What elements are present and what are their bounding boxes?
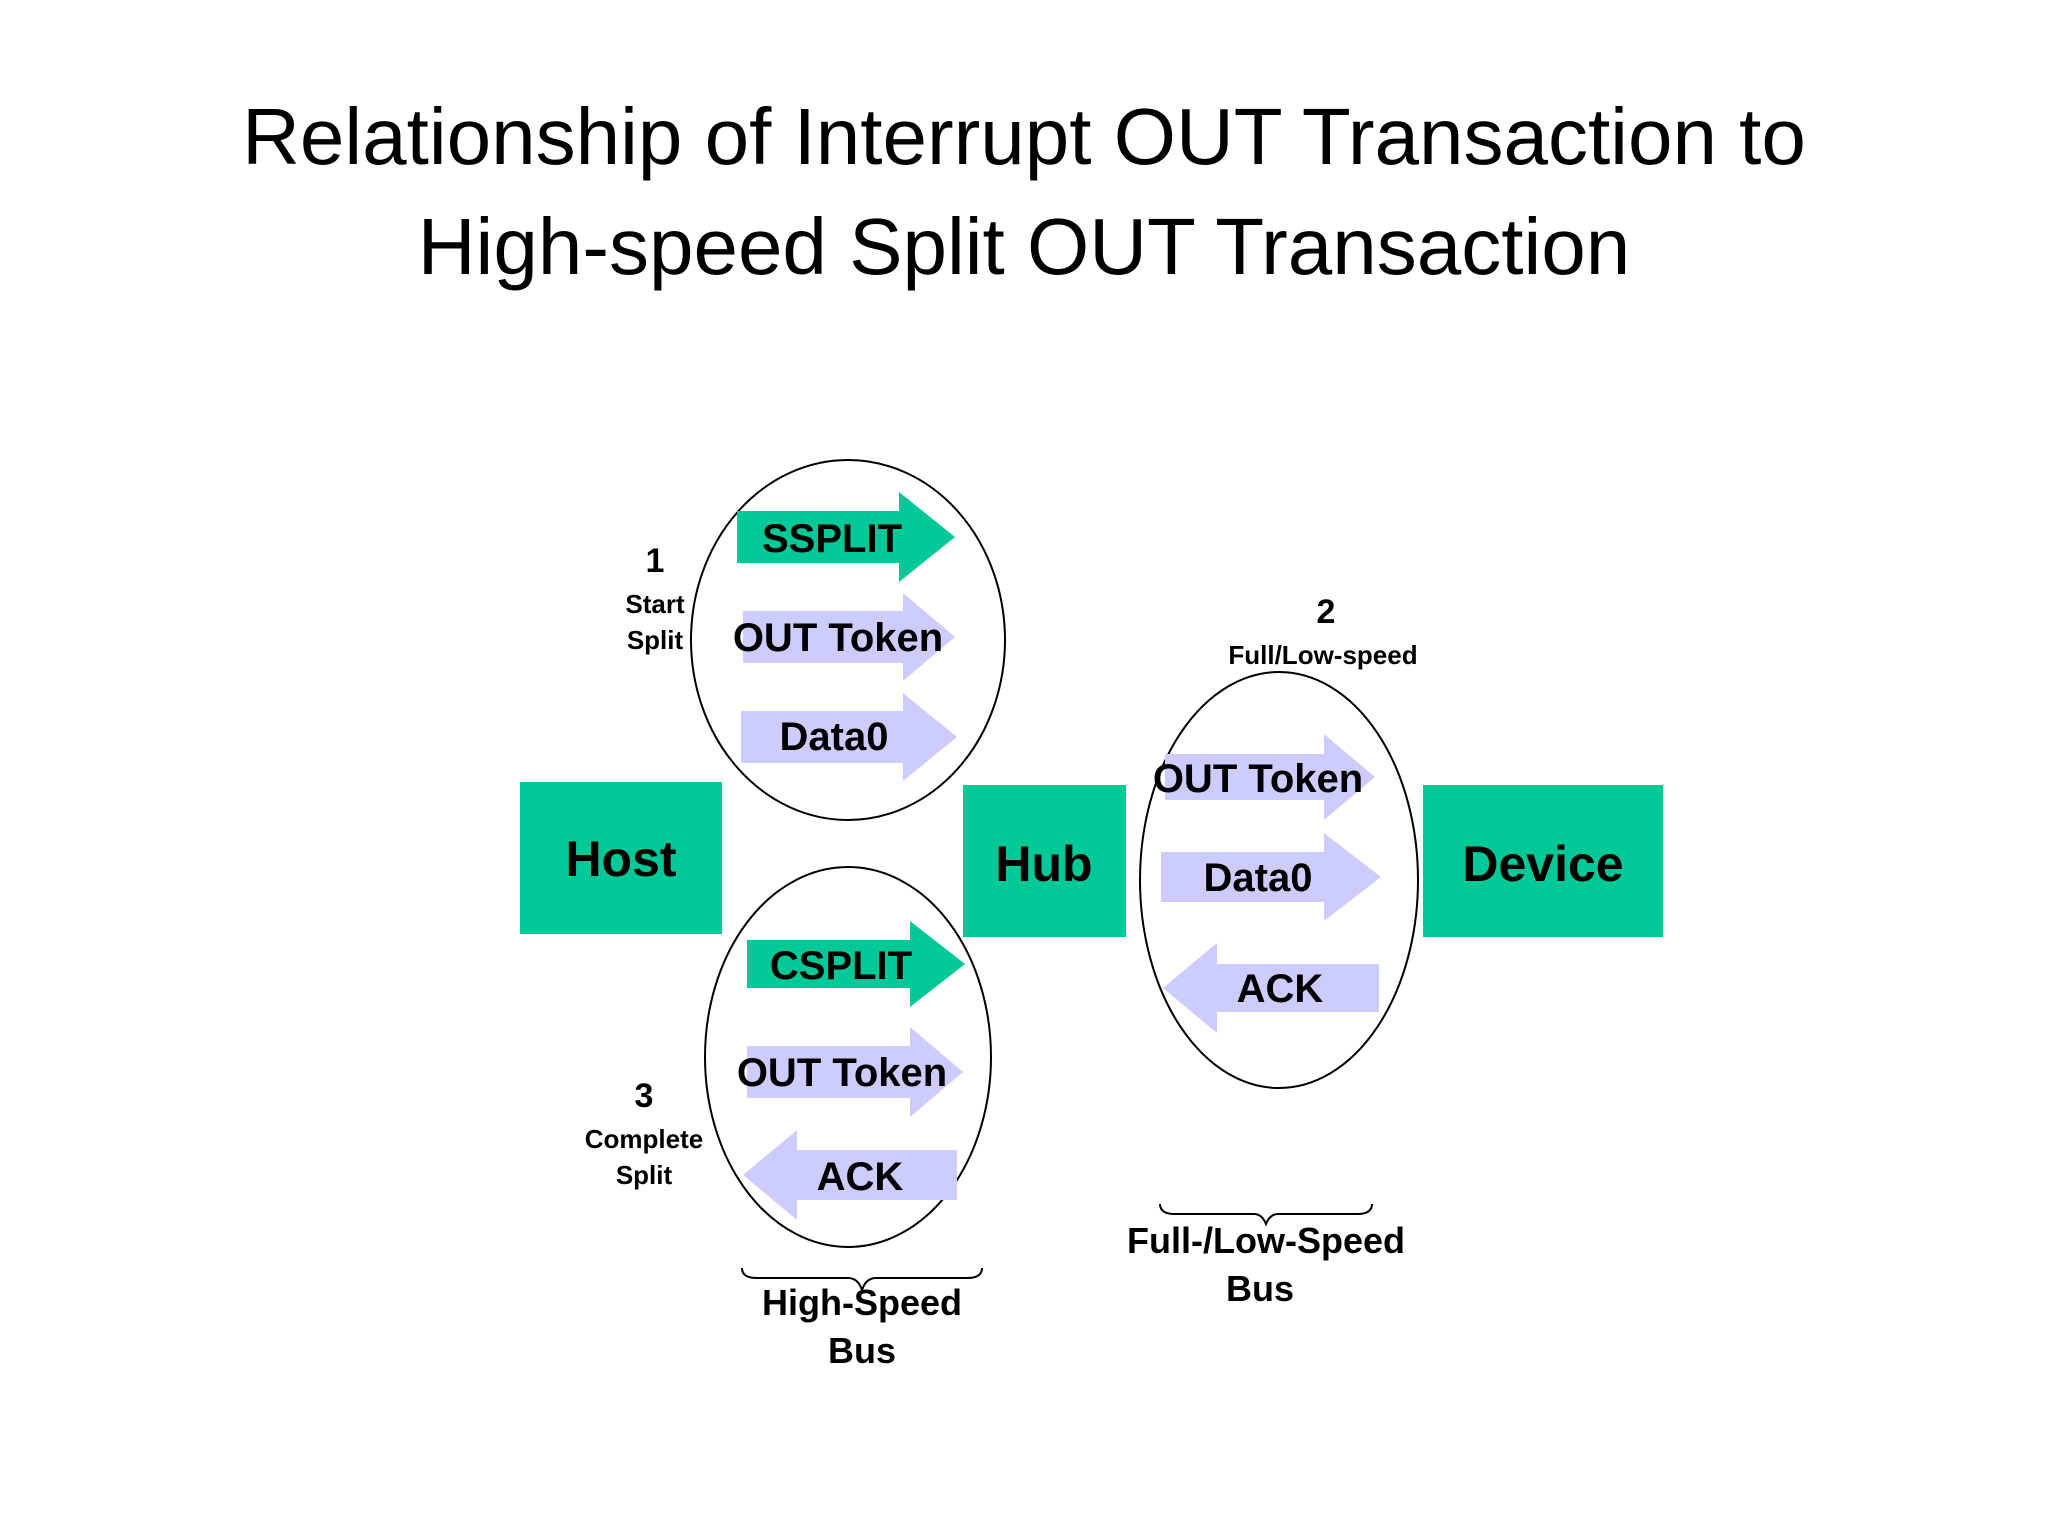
high-speed-brace	[741, 1267, 983, 1294]
full-low-speed-ellipse	[1139, 671, 1419, 1089]
start-out-token-arrow: OUT Token	[733, 593, 955, 681]
step-1-number: 1	[646, 542, 665, 580]
start-split-ellipse	[690, 459, 1006, 821]
start-split-caption: 1 Start Split	[625, 542, 685, 655]
complete-split-packets: CSPLIT OUT Token ACK	[737, 921, 965, 1220]
complete-split-caption: 3 Complete Split	[585, 1077, 703, 1190]
full-low-speed-bus-line-1: Full-/Low-Speed	[1127, 1220, 1405, 1261]
fs-data0-label: Data0	[1204, 856, 1313, 900]
title-line-2: High-speed Split OUT Transaction	[417, 202, 1631, 291]
hub-label: Hub	[995, 836, 1092, 892]
fs-out-token-label: OUT Token	[1153, 757, 1363, 801]
complete-out-token-arrow: OUT Token	[737, 1027, 963, 1117]
complete-ack-label: ACK	[817, 1155, 904, 1199]
device-box: Device	[1423, 785, 1663, 937]
fs-ack-arrow: ACK	[1163, 943, 1379, 1033]
start-split-packets: SSPLIT OUT Token Data0	[733, 492, 957, 781]
device-label: Device	[1462, 836, 1623, 892]
start-data0-label: Data0	[780, 715, 889, 759]
high-speed-bus-line-2: Bus	[828, 1330, 896, 1371]
start-out-token-label: OUT Token	[733, 616, 943, 660]
ssplit-label: SSPLIT	[762, 517, 902, 561]
full-low-speed-bus-line-2: Bus	[1226, 1268, 1294, 1309]
host-box: Host	[520, 782, 722, 934]
ssplit-arrow: SSPLIT	[737, 492, 955, 582]
csplit-arrow: CSPLIT	[747, 921, 965, 1007]
step-1-caption-line-2: Split	[627, 625, 684, 655]
full-low-speed-packets: OUT Token Data0 ACK	[1153, 734, 1381, 1033]
full-low-speed-bus-label: Full-/Low-Speed Bus	[1127, 1220, 1405, 1309]
title-line-1: Relationship of Interrupt OUT Transactio…	[242, 92, 1806, 181]
full-low-speed-brace	[1159, 1203, 1373, 1227]
step-2-number: 2	[1317, 593, 1336, 631]
hub-box: Hub	[963, 785, 1126, 937]
host-label: Host	[565, 831, 676, 887]
step-3-caption-line-1: Complete	[585, 1124, 703, 1154]
step-1-caption-line-1: Start	[625, 589, 685, 619]
start-data0-arrow: Data0	[741, 693, 957, 781]
fs-ack-label: ACK	[1237, 967, 1324, 1011]
complete-split-ellipse	[704, 866, 992, 1248]
fs-data0-arrow: Data0	[1161, 833, 1381, 921]
high-speed-bus-label: High-Speed Bus	[762, 1282, 962, 1371]
step-3-caption-line-2: Split	[616, 1160, 673, 1190]
step-3-number: 3	[635, 1077, 654, 1115]
csplit-label: CSPLIT	[770, 944, 912, 988]
full-low-speed-caption: 2 Full/Low-speed	[1228, 593, 1417, 670]
step-2-caption: Full/Low-speed	[1228, 640, 1417, 670]
complete-out-token-label: OUT Token	[737, 1051, 947, 1095]
slide-title: Relationship of Interrupt OUT Transactio…	[0, 82, 2048, 302]
complete-ack-arrow: ACK	[743, 1130, 957, 1220]
fs-out-token-arrow: OUT Token	[1153, 734, 1375, 820]
high-speed-bus-line-1: High-Speed	[762, 1282, 962, 1323]
